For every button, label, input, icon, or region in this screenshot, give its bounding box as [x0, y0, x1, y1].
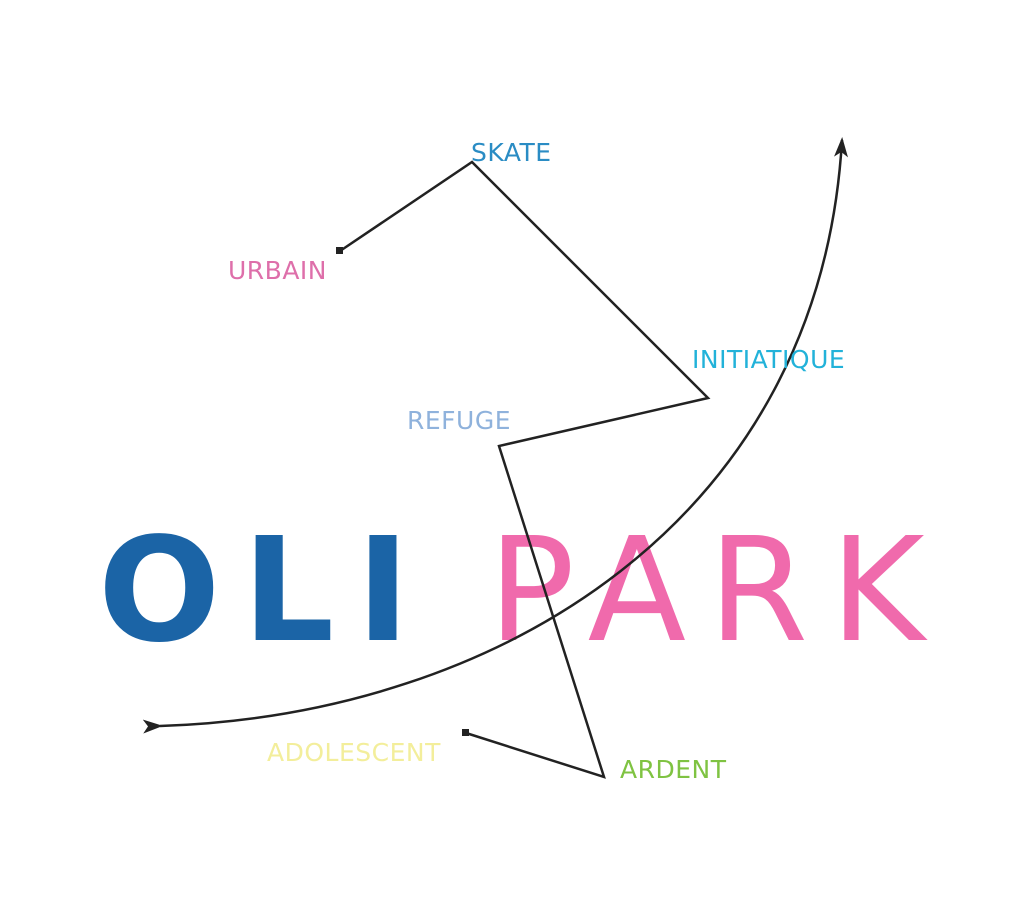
title-park: PARK: [488, 506, 947, 674]
zigzag-path: [339, 160, 711, 779]
keyword-ardent: ARDENT: [620, 755, 727, 784]
keyword-refuge: REFUGE: [407, 406, 511, 435]
keyword-urbain: URBAIN: [228, 256, 327, 285]
double-arrow-arc: [142, 137, 848, 734]
keyword-skate: SKATE: [471, 138, 552, 167]
keyword-initiatique: INITIATIQUE: [692, 345, 845, 374]
path-end-square: [462, 729, 469, 736]
path-start-square: [336, 247, 343, 254]
title-oli: OLI: [98, 506, 432, 674]
keyword-adolescent: ADOLESCENT: [267, 738, 441, 767]
